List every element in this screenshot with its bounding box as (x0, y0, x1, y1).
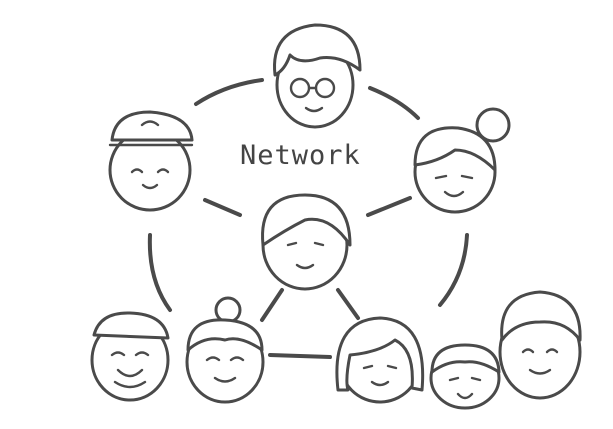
face-grandma (185, 296, 265, 404)
face-man (498, 290, 582, 400)
face-center-person (261, 193, 352, 291)
face-girl (335, 316, 425, 404)
face-woman-with-bun (413, 107, 511, 214)
connection-lines (147, 78, 469, 359)
face-boy-with-glasses (273, 23, 362, 129)
face-officer-with-cap (108, 110, 194, 212)
network-title: Network (240, 140, 361, 171)
face-grandpa (90, 311, 170, 402)
face-small-boy (429, 343, 501, 410)
